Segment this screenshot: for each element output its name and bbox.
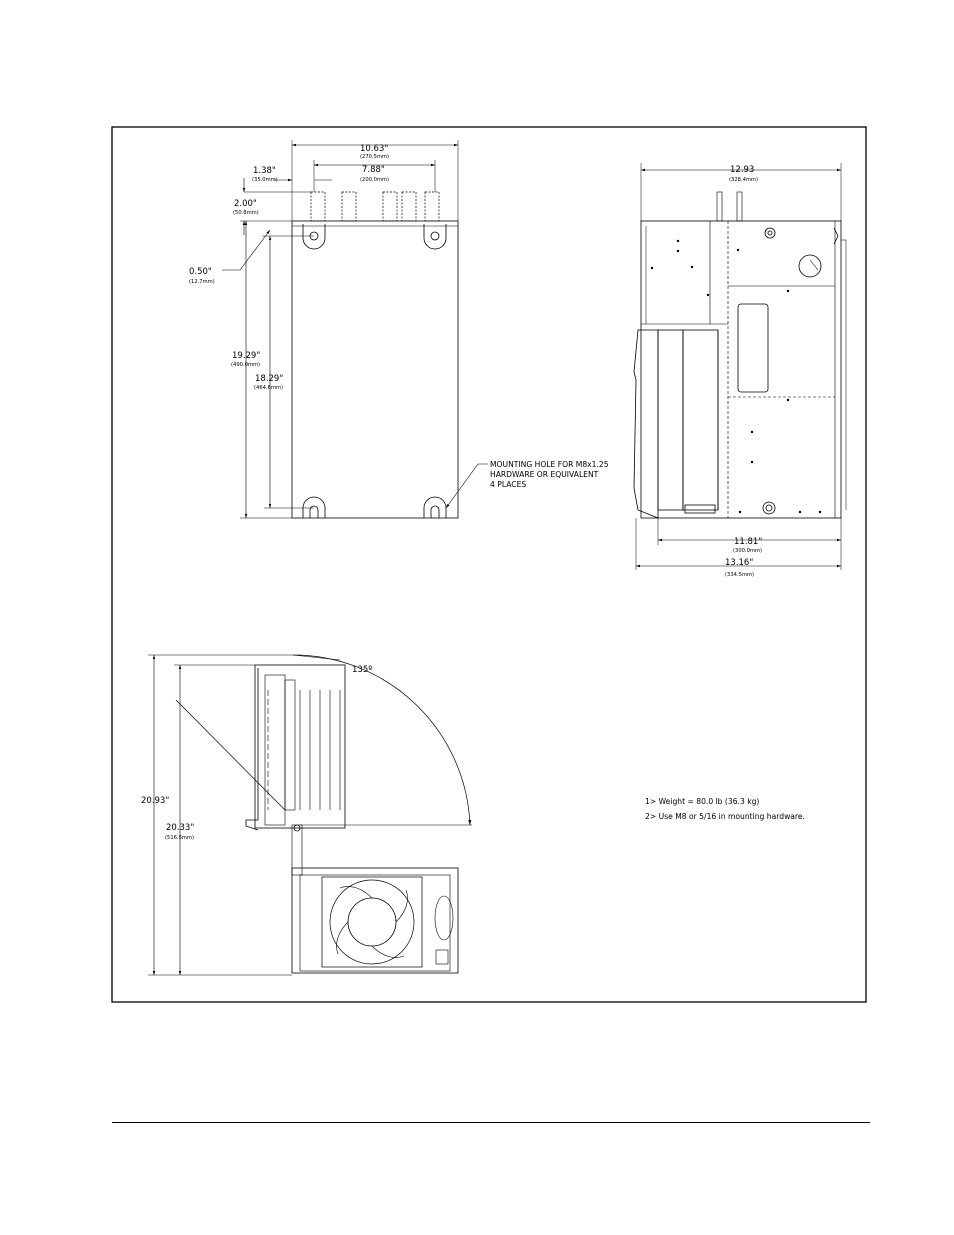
dim-height-open-label: 20.93" (141, 796, 169, 806)
dim-hole-spacing-label: 7.88" (362, 165, 385, 175)
footer-rule (112, 1122, 870, 1123)
dim-depth-mount-metric: (300.0mm) (733, 548, 762, 554)
dim-hole-offset-x-label: 1.38" (253, 166, 276, 176)
dim-depth-top-metric: (328.4mm) (729, 177, 758, 183)
dim-hole-offset-y-label: 0.50" (189, 267, 212, 277)
note-weight: 1> Weight = 80.0 lb (36.3 kg) (645, 797, 759, 806)
mounting-note-line-3: 4 PLACES (490, 480, 526, 489)
dim-height-closed-label: 20.33" (166, 823, 194, 833)
dim-hole-offset-y-metric: (12.7mm) (189, 279, 215, 285)
dim-height-closed-metric: (516.5mm) (165, 835, 194, 841)
dim-depth-mount-label: 11.81" (734, 537, 762, 547)
dim-hole-spacing-vertical-metric: (464.6mm) (254, 385, 283, 391)
dim-depth-overall-label: 13.16" (725, 558, 753, 568)
dim-height-overall-metric: (490.0mm) (231, 362, 260, 368)
dim-hole-spacing-vertical-label: 18.29" (255, 374, 283, 384)
drive-body-bottom (291, 867, 459, 974)
dim-width-metric: (270.5mm) (360, 154, 389, 160)
terminal-block (310, 191, 440, 222)
mounting-hole-bottom-left (302, 496, 326, 518)
dim-hole-spacing-metric: (200.0mm) (360, 177, 389, 183)
front-view (222, 140, 488, 519)
cooling-fan (321, 876, 423, 968)
door-swing-arc (292, 654, 472, 826)
side-view-chassis (640, 220, 842, 519)
mounting-note-line-2: HARDWARE OR EQUIVALENT (490, 470, 599, 479)
door-angle-label: 135º (352, 665, 372, 675)
door-view (148, 654, 472, 976)
mounting-hole-top-left (302, 224, 326, 250)
side-view (633, 163, 847, 570)
dim-height-overall-label: 19.29" (232, 351, 260, 361)
dim-top-offset-label: 2.00" (234, 199, 257, 209)
drawing-frame (111, 126, 867, 1003)
dim-depth-top-label: 12.93 (730, 165, 754, 175)
dim-top-offset-metric: (50.8mm) (233, 210, 259, 216)
mounting-hole-top-right (423, 224, 447, 250)
mounting-hole-bottom-right (423, 496, 447, 518)
mounting-note-line-1: MOUNTING HOLE FOR M8x1.25 (490, 460, 609, 469)
dim-depth-overall-metric: (334.5mm) (725, 572, 754, 578)
dim-hole-offset-x-metric: (35.0mm) (252, 177, 278, 183)
dim-width-label: 10.63" (360, 144, 388, 154)
front-view-body (291, 220, 459, 519)
note-hardware: 2> Use M8 or 5/16 in mounting hardware. (645, 812, 805, 821)
heat-sink-fins (267, 690, 341, 810)
